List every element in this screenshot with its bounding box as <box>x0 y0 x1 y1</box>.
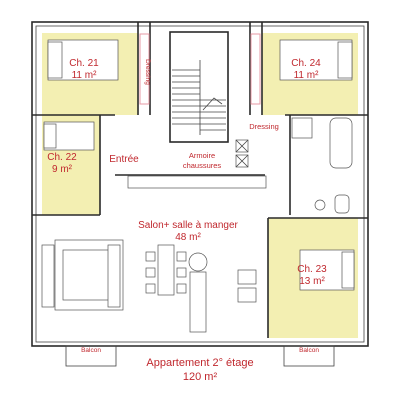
dressing-right-strip <box>250 33 261 105</box>
hall-counter <box>127 175 267 189</box>
label-armoire-2: chaussures <box>183 161 222 170</box>
label-salon-name: Salon+ salle à manger <box>138 220 238 231</box>
label-balcon-left: Balcon <box>81 347 101 354</box>
label-ch24-area: 11 m² <box>294 70 319 81</box>
label-ch22-name: Ch. 22 <box>47 152 77 163</box>
label-ch23-area: 13 m² <box>299 276 325 287</box>
label-ch24-name: Ch. 24 <box>291 58 321 69</box>
bathtub <box>329 117 353 169</box>
sofa <box>41 244 55 308</box>
toilet <box>334 194 350 214</box>
label-dressing-left: Dressing <box>144 59 151 85</box>
label-ch21-name: Ch. 21 <box>69 58 99 69</box>
label-ch21-area: 11 m² <box>72 70 97 81</box>
balcon-right <box>283 345 335 367</box>
stairwell <box>169 31 229 143</box>
label-dressing-right: Dressing <box>249 122 279 131</box>
label-armoire-1: Armoire <box>189 151 215 160</box>
label-balcon-right: Balcon <box>299 347 319 354</box>
plan-title: Appartement 2° étage <box>146 357 253 369</box>
label-salon-area: 48 m² <box>175 232 201 243</box>
label-ch22-area: 9 m² <box>52 164 73 175</box>
balcon-left <box>65 345 117 367</box>
interior-walls <box>32 22 368 338</box>
dressing-left-strip <box>139 33 150 105</box>
label-ch23-name: Ch. 23 <box>297 264 327 275</box>
dining-table <box>157 244 175 296</box>
kitchen-counter <box>189 271 207 333</box>
plan-total-area: 120 m² <box>183 371 218 383</box>
label-entree: Entrée <box>109 154 139 165</box>
stair-steps <box>172 60 226 135</box>
